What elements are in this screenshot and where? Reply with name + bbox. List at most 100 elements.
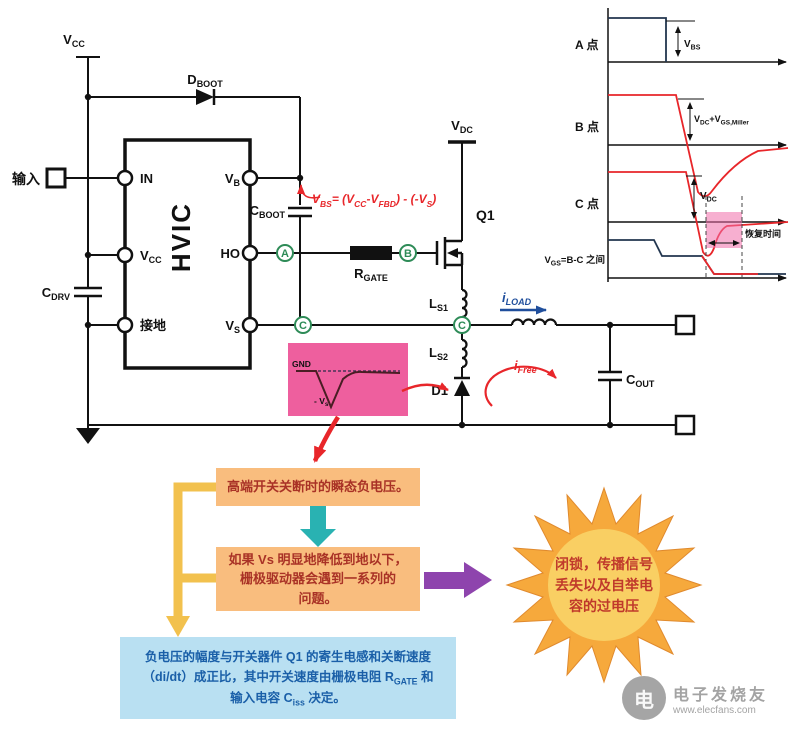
watermark-site-url: www.elecfans.com <box>673 704 756 716</box>
point-b-label: B 点 <box>575 119 599 134</box>
node-c2-circle <box>453 316 471 334</box>
trace-vgs-red-segment <box>701 255 758 275</box>
pin-vb-circle <box>241 169 259 187</box>
flow-box-explanation-line3: 输入电容 Ciss 决定。 <box>230 691 346 708</box>
arrow-scope-to-d1 <box>401 382 449 393</box>
load-inductor-coil <box>510 318 558 326</box>
node-a-circle <box>276 244 294 262</box>
flow-box-transient: 高端开关关断时的瞬态负电压。 <box>216 468 420 506</box>
junction-dot <box>458 421 466 429</box>
trace-vgs <box>608 239 786 275</box>
sun-core <box>548 529 660 641</box>
vdc-label: VDC <box>451 118 473 135</box>
watermark: 电 电子发烧友 www.elecfans.com <box>622 676 768 720</box>
cdrv-label: CDRV <box>42 285 70 302</box>
pin-vb-label: VB <box>225 171 241 188</box>
capacitor-plates <box>74 206 622 382</box>
ifree-label: iFree <box>514 358 537 375</box>
circuit-wires <box>65 56 676 428</box>
flow-box-problems: 如果 Vs 明显地降低到地以下， 栅极驱动器会遇到一系列的 问题。 <box>216 547 420 611</box>
dboot-diode-triangle <box>196 89 214 105</box>
iload-label: iLOAD <box>502 290 532 307</box>
ls2-label: LS2 <box>429 345 448 362</box>
dboot-label: DBOOT <box>187 72 223 89</box>
q1-symbol <box>435 237 464 269</box>
bracket-arrowhead <box>166 616 190 637</box>
vcc-label: VCC <box>63 32 85 49</box>
sun-warning-line3: 容的过电压 <box>569 597 639 614</box>
output-terminal-top <box>674 314 696 336</box>
sun-warning-line2: 丢失以及自举电 <box>555 576 653 593</box>
flow-box-transient-text: 高端开关关断时的瞬态负电压。 <box>226 479 409 495</box>
scope-gnd-label: GND <box>292 359 311 369</box>
pin-ho-circle <box>241 244 259 262</box>
node-a-label: A <box>281 248 289 260</box>
pin-vcc-circle <box>116 246 134 264</box>
junction-dot <box>84 321 92 329</box>
node-c1-label: C <box>299 320 307 332</box>
flow-box-explanation-line1: 负电压的幅度与开关器件 Q1 的寄生电感和关断速度 <box>144 649 432 664</box>
trace-point-b <box>608 94 789 198</box>
rgate-body <box>350 246 392 260</box>
right-arrow <box>424 562 492 598</box>
pin-gnd-circle <box>116 316 134 334</box>
watermark-text: 电子发烧友 www.elecfans.com <box>673 681 768 716</box>
trace-point-a <box>608 17 667 62</box>
pin-gnd-label: 接地 <box>140 318 166 333</box>
junction-dot <box>84 93 92 101</box>
junction-dot <box>84 251 92 259</box>
q1-body-arrow <box>447 248 458 258</box>
pin-in-circle <box>116 169 134 187</box>
node-c1-circle <box>294 316 312 334</box>
trace-point-c <box>608 171 789 257</box>
d1-diode-triangle <box>454 380 470 396</box>
watermark-site-name: 电子发烧友 <box>673 686 769 704</box>
vdc-miller-label: VDC+VGS,Miller <box>694 114 749 127</box>
output-terminal-bottom <box>674 414 696 436</box>
pin-ho-label: HO <box>221 246 241 261</box>
junction-dots <box>84 93 614 429</box>
ls1-coil <box>461 288 468 319</box>
pin-in-label: IN <box>140 171 153 186</box>
down-arrow <box>300 506 336 547</box>
q1-label: Q1 <box>476 207 495 223</box>
vbs-callout-arrow <box>297 184 321 199</box>
input-terminal <box>45 167 67 189</box>
junction-dot <box>296 174 304 182</box>
wf-vdc-label: VDC <box>700 191 717 204</box>
junction-dot <box>606 421 614 429</box>
input-label: 输入 <box>12 171 40 187</box>
cboot-label: CBOOT <box>250 203 286 220</box>
flow-box-explanation: 负电压的幅度与开关器件 Q1 的寄生电感和关断速度 （di/dt）成正比，其中开… <box>120 637 456 719</box>
point-a-label: A 点 <box>575 37 599 52</box>
scope-negative-spike-wave <box>296 370 401 410</box>
sun-warning-text: 闭锁，传播信号 丢失以及自举电 容的过电压 <box>504 552 704 618</box>
bracket-connector <box>173 482 216 618</box>
pin-vcc-label: VCC <box>140 248 162 265</box>
ls2-coil <box>461 338 468 369</box>
flow-box-problems-line2: 栅极驱动器会遇到一系列的 <box>239 571 396 587</box>
point-c-label: C 点 <box>575 196 599 211</box>
pin-vs-circle <box>241 316 259 334</box>
node-c2-label: C <box>458 320 466 332</box>
arrow-scope-to-box1 <box>312 415 340 463</box>
ground-symbol <box>76 428 100 444</box>
hvic-label: HVIC <box>166 202 196 272</box>
node-b-circle <box>399 244 417 262</box>
vgs-row-label: VGS=B-C 之间 <box>544 254 605 268</box>
ls1-label: LS1 <box>429 296 448 313</box>
junction-dot <box>606 321 614 329</box>
flow-box-problems-line1: 如果 Vs 明显地降低到地以下， <box>228 551 408 567</box>
watermark-logo-icon: 电 <box>622 676 666 720</box>
gnd-scope-box <box>288 343 408 416</box>
recovery-label: 恢复时间 <box>745 228 781 239</box>
sun-warning-line1: 闭锁，传播信号 <box>555 555 653 572</box>
flow-box-explanation-line2: （di/dt）成正比，其中开关速度由栅极电阻 RGATE 和 <box>142 669 434 687</box>
node-b-label: B <box>404 248 412 260</box>
cout-label: COUT <box>626 372 655 389</box>
pin-vs-label: VS <box>225 318 240 335</box>
wf-vbs-label: VBS <box>684 39 701 52</box>
scope-neg-vs-label: - Vs <box>314 396 329 408</box>
